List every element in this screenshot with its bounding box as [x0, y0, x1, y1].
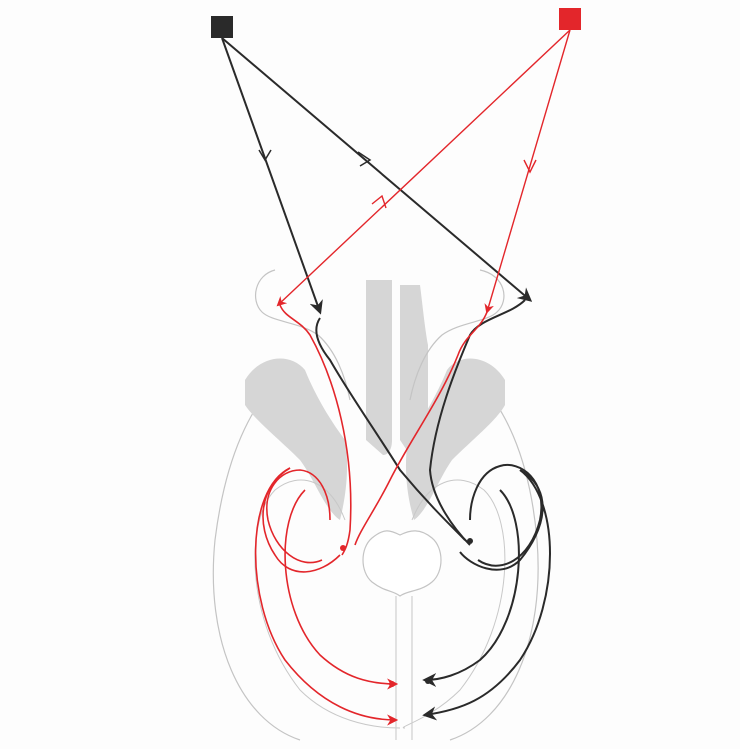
red-terminal-dot-2: [389, 681, 395, 687]
black-terminal-dot-2: [425, 678, 431, 684]
black-loop-inner: [460, 470, 543, 570]
red-loop-outer: [267, 470, 330, 563]
red-source-square-icon: [559, 8, 581, 30]
brainstem: [363, 531, 441, 596]
left-central-pillar: [366, 280, 392, 455]
red-terminal-dot-1: [340, 545, 346, 551]
red-ray-left: [278, 30, 570, 305]
red-ray-right: [487, 30, 570, 312]
right-central-pillar: [400, 285, 428, 455]
black-source-square-icon: [211, 16, 233, 38]
black-terminal-dot-1: [467, 538, 473, 544]
left-ventricle-outline: [255, 480, 400, 728]
red-rays: [278, 30, 570, 312]
black-long-inner: [425, 490, 519, 680]
spinal-column: [396, 596, 412, 740]
